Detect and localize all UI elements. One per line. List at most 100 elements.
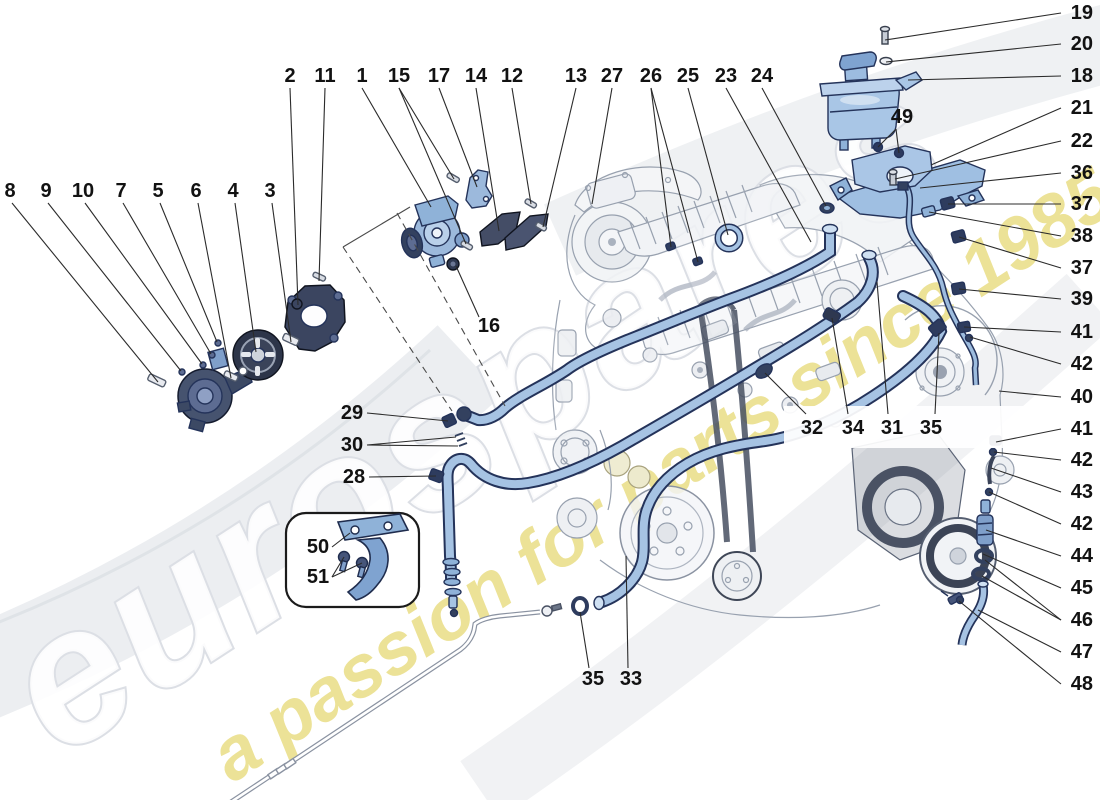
callout-label-42[interactable]: 42 <box>1071 353 1093 375</box>
callout-label-33[interactable]: 33 <box>620 668 642 690</box>
leader-line-51 <box>331 556 345 578</box>
callout-label-17[interactable]: 17 <box>428 65 450 87</box>
leader-line-6 <box>197 202 232 379</box>
pump-pulley-bracket-cluster <box>147 271 346 433</box>
leader-line-18 <box>907 75 1062 81</box>
callout-label-16[interactable]: 16 <box>478 315 500 337</box>
callout-label-49[interactable]: 49 <box>891 106 913 128</box>
leader-line-27 <box>591 87 613 205</box>
callout-label-35[interactable]: 35 <box>920 417 942 439</box>
callout-label-37[interactable]: 37 <box>1071 257 1093 279</box>
breather-hose <box>897 181 980 386</box>
leader-line-36 <box>919 172 1062 189</box>
callout-label-27[interactable]: 27 <box>601 65 623 87</box>
callout-label-4[interactable]: 4 <box>227 180 239 202</box>
return-pipe <box>428 249 879 618</box>
leader-line-25 <box>687 87 729 236</box>
callout-label-42[interactable]: 42 <box>1071 513 1093 535</box>
leader-line-30 <box>366 444 459 447</box>
leader-line-26 <box>650 87 672 248</box>
callout-label-51[interactable]: 51 <box>307 566 329 588</box>
callout-label-10[interactable]: 10 <box>72 180 94 202</box>
leader-line-24 <box>761 87 827 207</box>
callout-label-5[interactable]: 5 <box>152 180 163 202</box>
callout-label-45[interactable]: 45 <box>1071 577 1093 599</box>
callout-label-43[interactable]: 43 <box>1071 481 1093 503</box>
callout-label-20[interactable]: 20 <box>1071 33 1093 55</box>
leader-line-28 <box>368 475 437 478</box>
leader-line-42 <box>988 491 1062 525</box>
leader-line-15 <box>398 87 455 180</box>
callout-label-32[interactable]: 32 <box>801 417 823 439</box>
engine-illustration <box>551 166 1015 619</box>
callout-label-47[interactable]: 47 <box>1071 641 1093 663</box>
leader-line-41 <box>995 428 1062 443</box>
leader-line-46 <box>984 559 1062 621</box>
callout-label-26[interactable]: 26 <box>640 65 662 87</box>
leader-line-46 <box>981 575 1062 621</box>
callout-label-8[interactable]: 8 <box>4 180 15 202</box>
leader-line-22 <box>894 140 1062 180</box>
callout-label-19[interactable]: 19 <box>1071 2 1093 24</box>
callout-label-7[interactable]: 7 <box>115 180 126 202</box>
callout-label-28[interactable]: 28 <box>343 466 365 488</box>
callout-label-36[interactable]: 36 <box>1071 162 1093 184</box>
leader-line-21 <box>930 107 1062 166</box>
callout-label-25[interactable]: 25 <box>677 65 699 87</box>
callout-label-35[interactable]: 35 <box>582 668 604 690</box>
leader-line-29 <box>366 412 449 422</box>
callout-label-15[interactable]: 15 <box>388 65 410 87</box>
leader-line-42 <box>993 451 1062 461</box>
leader-line-2 <box>289 87 299 306</box>
callout-label-13[interactable]: 13 <box>565 65 587 87</box>
callout-label-44[interactable]: 44 <box>1071 545 1094 567</box>
leader-line-14 <box>475 87 500 232</box>
leader-line-11 <box>318 87 326 282</box>
label-band <box>784 406 1026 448</box>
callout-label-22[interactable]: 22 <box>1071 130 1093 152</box>
leader-line-48 <box>958 600 1062 685</box>
leader-line-34 <box>831 317 849 415</box>
supply-pipe <box>441 223 839 447</box>
callout-label-18[interactable]: 18 <box>1071 65 1093 87</box>
callout-label-21[interactable]: 21 <box>1071 97 1093 119</box>
leader-line-4 <box>234 202 257 353</box>
callout-label-38[interactable]: 38 <box>1071 225 1093 247</box>
callout-label-14[interactable]: 14 <box>465 65 488 87</box>
callout-label-34[interactable]: 34 <box>842 417 865 439</box>
callout-label-31[interactable]: 31 <box>881 417 903 439</box>
reservoir <box>819 51 924 151</box>
callout-label-9[interactable]: 9 <box>40 180 51 202</box>
reservoir-bolt-washer <box>879 25 893 66</box>
leader-lines <box>11 12 1062 685</box>
callout-label-42[interactable]: 42 <box>1071 449 1093 471</box>
leader-line-30 <box>366 436 457 446</box>
leader-line-32 <box>764 372 807 415</box>
callout-label-6[interactable]: 6 <box>190 180 201 202</box>
callout-label-29[interactable]: 29 <box>341 402 363 424</box>
callout-label-24[interactable]: 24 <box>751 65 774 87</box>
callout-label-41[interactable]: 41 <box>1071 321 1093 343</box>
leader-line-37 <box>958 236 1062 269</box>
callout-label-46[interactable]: 46 <box>1071 609 1093 631</box>
callout-label-39[interactable]: 39 <box>1071 288 1093 310</box>
callout-label-11[interactable]: 11 <box>314 65 335 87</box>
callout-label-40[interactable]: 40 <box>1071 386 1093 408</box>
callout-label-48[interactable]: 48 <box>1071 673 1093 695</box>
callout-label-12[interactable]: 12 <box>501 65 523 87</box>
callout-label-30[interactable]: 30 <box>341 434 363 456</box>
callout-label-23[interactable]: 23 <box>715 65 737 87</box>
projection-lines <box>342 206 506 412</box>
leader-line-43 <box>990 467 1062 493</box>
callout-label-41[interactable]: 41 <box>1071 418 1093 440</box>
leader-line-12 <box>511 87 532 205</box>
callout-label-37[interactable]: 37 <box>1071 193 1093 215</box>
leader-line-38 <box>928 211 1062 237</box>
callout-label-3[interactable]: 3 <box>264 180 275 202</box>
callout-label-2[interactable]: 2 <box>284 65 295 87</box>
callout-label-1[interactable]: 1 <box>356 65 367 87</box>
leader-line-42 <box>969 336 1062 365</box>
callout-label-50[interactable]: 50 <box>307 536 329 558</box>
